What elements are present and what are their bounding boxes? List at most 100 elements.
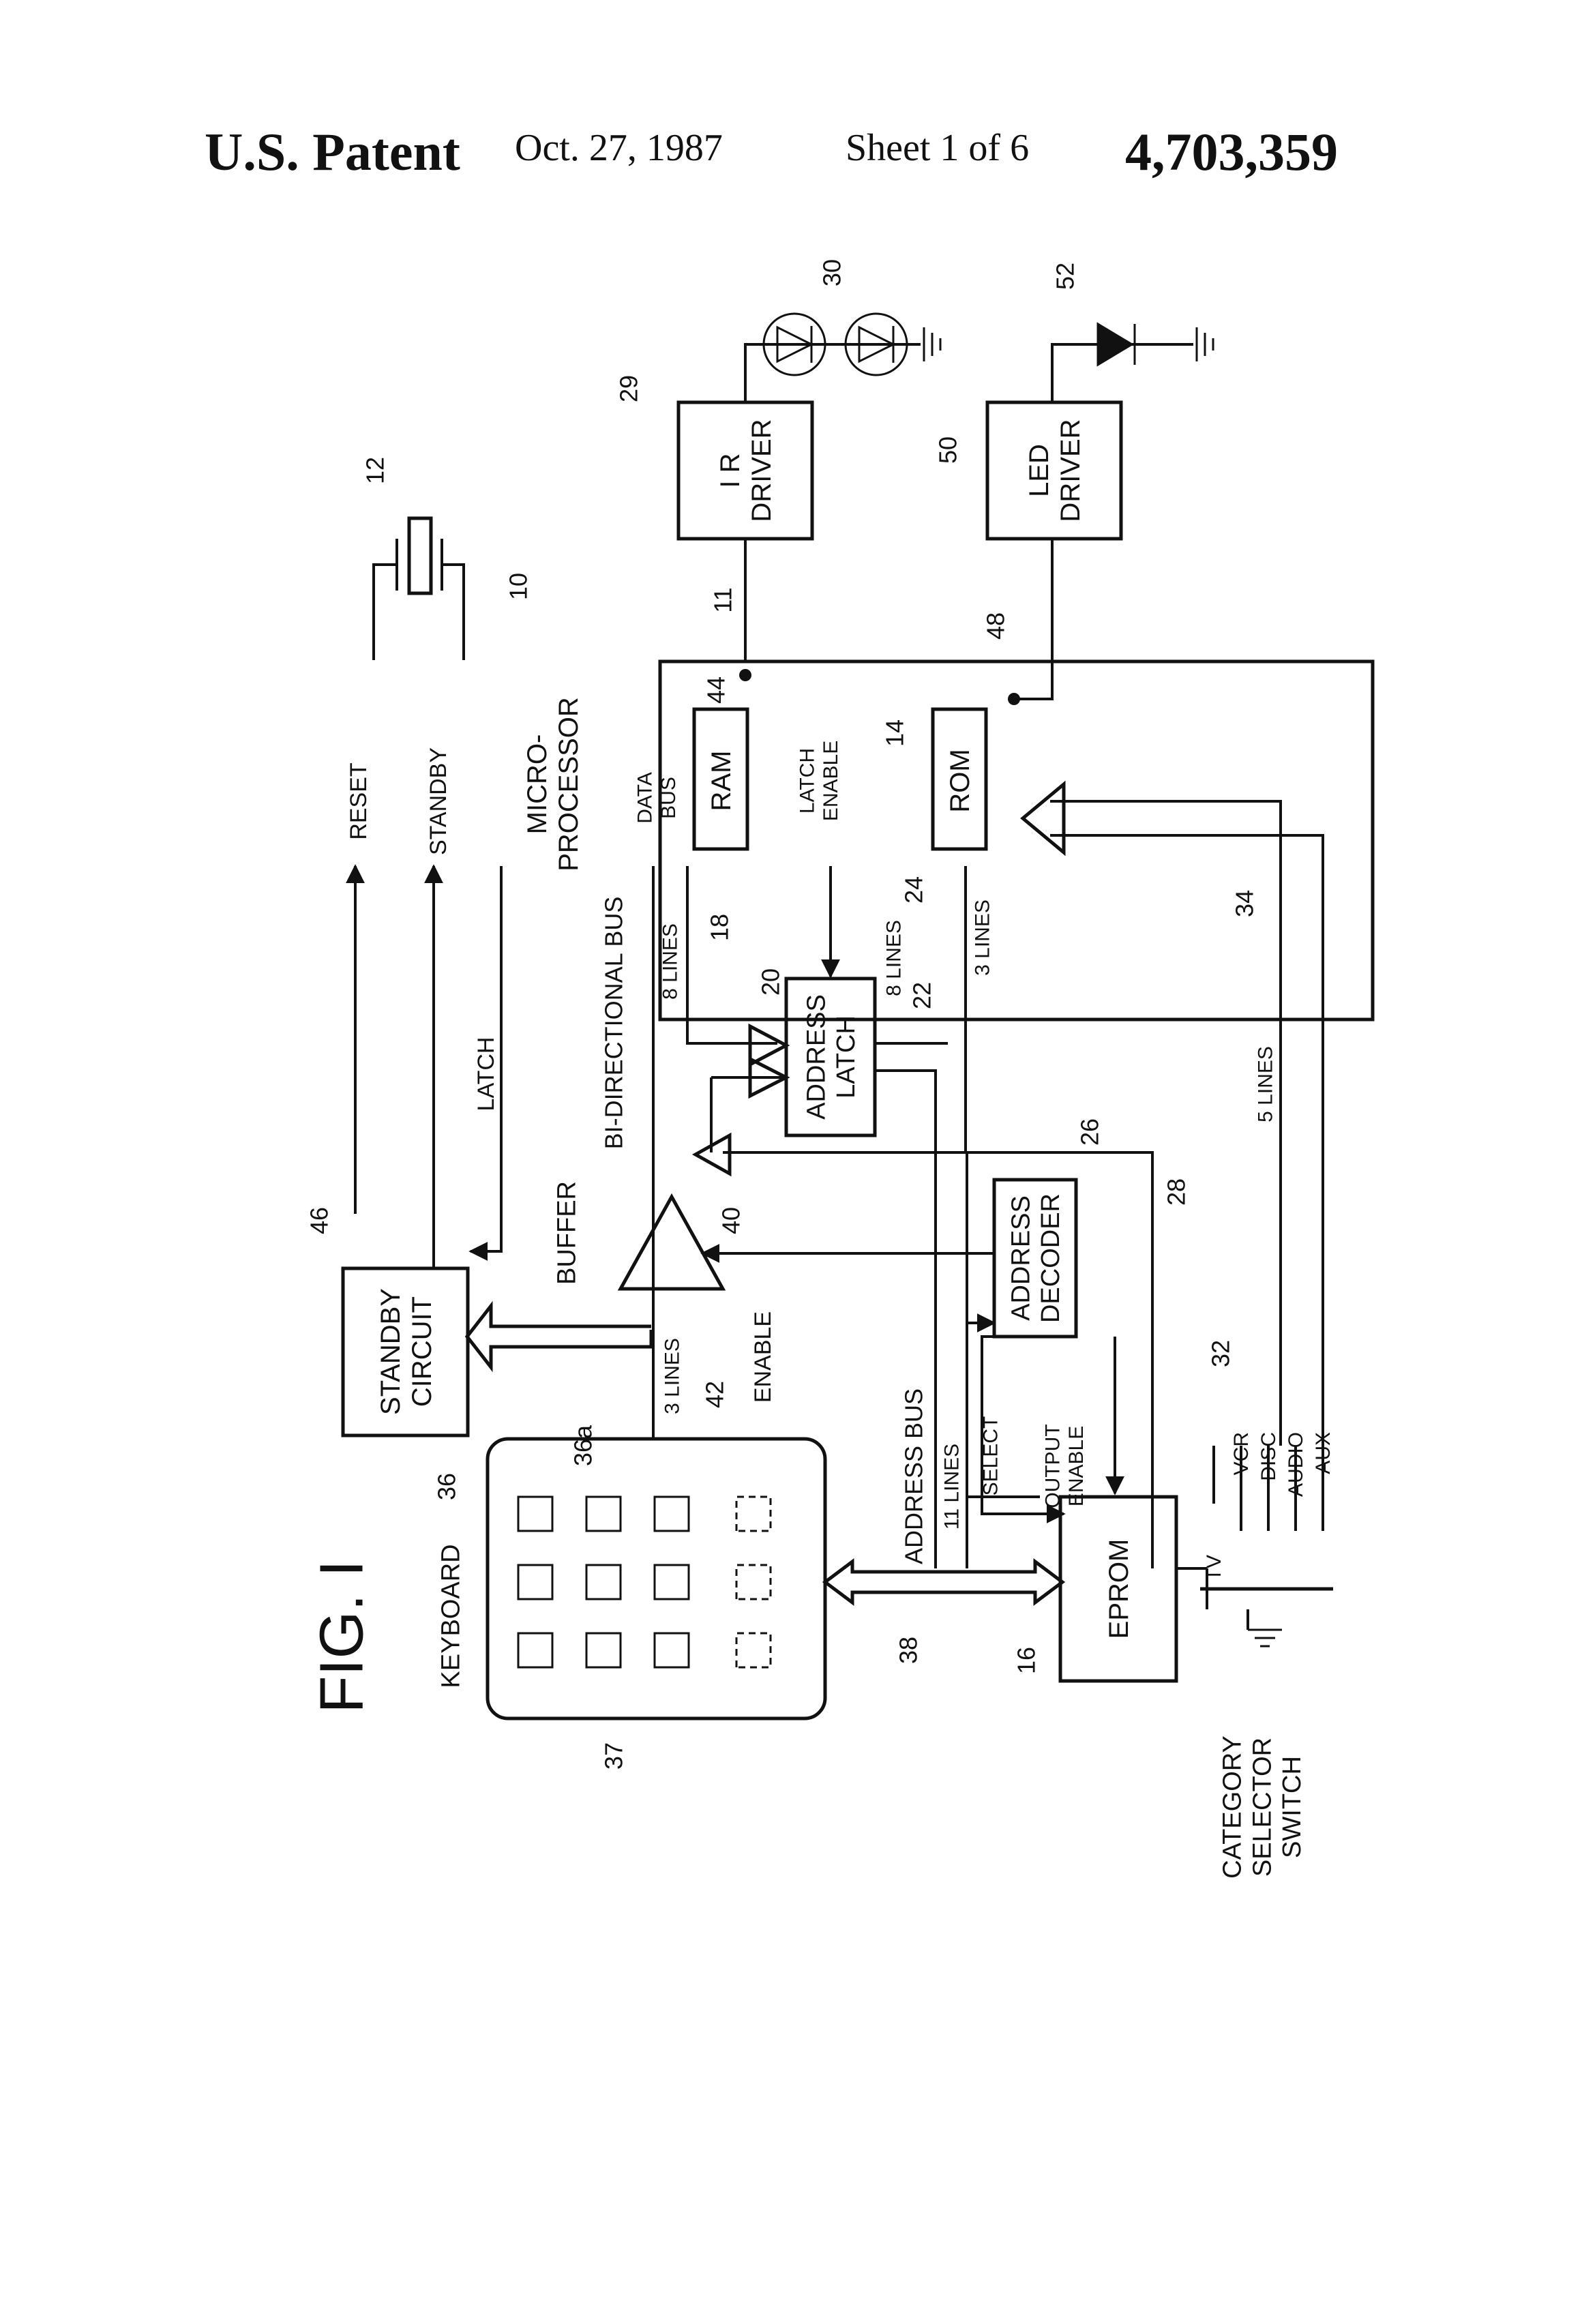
keyboard-key (517, 1495, 554, 1532)
ref-37: 37 (600, 1742, 628, 1770)
ref-12: 12 (361, 457, 389, 484)
switch-position-label: AUDIO (1285, 1432, 1307, 1497)
ref-24: 24 (900, 876, 928, 904)
address-latch-box (784, 977, 877, 1137)
keyboard-eprom-bus (822, 1558, 1066, 1606)
address-decoder-box (992, 1178, 1078, 1339)
ref-29: 29 (615, 375, 643, 402)
switch-arm (1206, 1568, 1249, 1630)
ref-46: 46 (305, 1207, 333, 1234)
ref-34: 34 (1231, 890, 1259, 917)
eprom-box (1058, 1495, 1178, 1683)
led-52-wire (1051, 343, 1193, 402)
patent-label: U.S. Patent (205, 122, 460, 181)
keyboard-key (585, 1495, 622, 1532)
keyboard-key-matrix (517, 1495, 772, 1669)
latch-enable-label: LATCHENABLE (796, 741, 842, 821)
switch-ground-icon (1248, 1628, 1282, 1648)
ref-18: 18 (706, 914, 734, 941)
address-bus-label: ADDRESS BUS (900, 1388, 928, 1564)
eleven-lines-label: 11 LINES (941, 1444, 964, 1530)
ref-50: 50 (934, 436, 962, 464)
ref-52: 52 (1051, 263, 1079, 290)
ref-26: 26 (1076, 1118, 1104, 1146)
microprocessor-box (658, 659, 1375, 1022)
ir-led-2-circle (844, 312, 908, 376)
ref-28: 28 (1163, 1178, 1191, 1206)
ref-40: 40 (717, 1207, 745, 1234)
keyboard-key (735, 1495, 772, 1532)
keyboard-key (517, 1632, 554, 1669)
keyboard-key (653, 1564, 690, 1600)
ref-14: 14 (881, 719, 909, 747)
ref-22: 22 (908, 982, 936, 1009)
figure-title: FIG. I (308, 1560, 376, 1714)
standby-circuit-label: STANDBYCIRCUIT (376, 1288, 437, 1415)
bus-28 (723, 1151, 1154, 1568)
bidirectional-bus-label: BI-DIRECTIONAL BUS (600, 897, 628, 1150)
latch-line (468, 866, 503, 1261)
output-enable-label: OUTPUTENABLE (1041, 1424, 1088, 1508)
ir-led-1-circle (762, 312, 826, 376)
standby-label: STANDBY (426, 747, 451, 855)
ref-42: 42 (701, 1381, 729, 1408)
ref-48: 48 (982, 612, 1010, 640)
ir-driver-box (676, 400, 814, 541)
data-bus-arrow (748, 1023, 790, 1068)
ir-led-wire (744, 343, 921, 402)
led-driver-label: LEDDRIVER (1024, 419, 1086, 522)
buffer-bus-branch (710, 1076, 784, 1152)
ram-box (692, 707, 749, 851)
switch-position-label: VCR (1230, 1432, 1253, 1475)
patent-date: Oct. 27, 1987 (515, 127, 723, 169)
keyboard-key (653, 1495, 690, 1532)
ref-44: 44 (702, 676, 730, 704)
junction-48 (1008, 693, 1020, 705)
crystal-12 (407, 516, 433, 595)
sheet-number: Sheet 1 of 6 (846, 127, 1030, 169)
five-lines-bus-b (1050, 834, 1324, 1446)
led-driver-wire (1019, 539, 1054, 700)
keyboard-box (486, 1437, 827, 1720)
ref-10: 10 (505, 573, 533, 600)
eight-lines-label-b: 8 LINES (883, 920, 906, 996)
buffer-triangle (617, 1193, 726, 1291)
ref-36: 36 (433, 1473, 461, 1500)
enable-signal-label: ENABLE (750, 1311, 776, 1403)
ram-label: RAM (706, 751, 736, 811)
ref-11: 11 (709, 587, 737, 612)
five-lines-bus-a (1050, 800, 1282, 1446)
ir-led-2-diode (858, 325, 896, 363)
switch-position-label: AUX (1312, 1432, 1334, 1474)
buffer-label: BUFFER (552, 1181, 581, 1285)
buffer-bus-arrow (748, 1056, 790, 1099)
keyboard-key (517, 1564, 554, 1600)
connections (346, 312, 1333, 1648)
ref-30: 30 (818, 259, 846, 286)
standby-circuit-box (341, 1266, 470, 1437)
switch-position-label: DISC (1257, 1432, 1280, 1481)
junction-11 (739, 669, 751, 681)
patent-number: 4,703,359 (1125, 122, 1338, 181)
eight-lines-label-a: 8 LINES (659, 923, 682, 1000)
five-lines-arrow (1020, 780, 1066, 856)
keyboard-key (735, 1564, 772, 1600)
keyboard-key (653, 1632, 690, 1669)
ir-ground-icon (923, 327, 942, 361)
address-latch-label: ADDRESSLATCH (802, 994, 861, 1120)
ir-led-1-diode (776, 325, 814, 363)
keyboard-label: KEYBOARD (436, 1544, 465, 1688)
eprom-label: EPROM (1104, 1539, 1134, 1639)
microprocessor-label: MICRO-PROCESSOR (522, 697, 584, 872)
switch-position-label: TV (1203, 1555, 1225, 1581)
select-line (981, 1335, 1066, 1523)
crystal-wire (372, 563, 465, 660)
ir-driver-label: I RDRIVER (715, 419, 777, 522)
three-lines-label-a: 3 LINES (972, 899, 994, 976)
ref-20: 20 (757, 968, 785, 996)
ref-16: 16 (1013, 1647, 1041, 1674)
five-lines-label: 5 LINES (1255, 1046, 1277, 1122)
keyboard-key (735, 1632, 772, 1669)
switch-contacts (1212, 1446, 1324, 1531)
